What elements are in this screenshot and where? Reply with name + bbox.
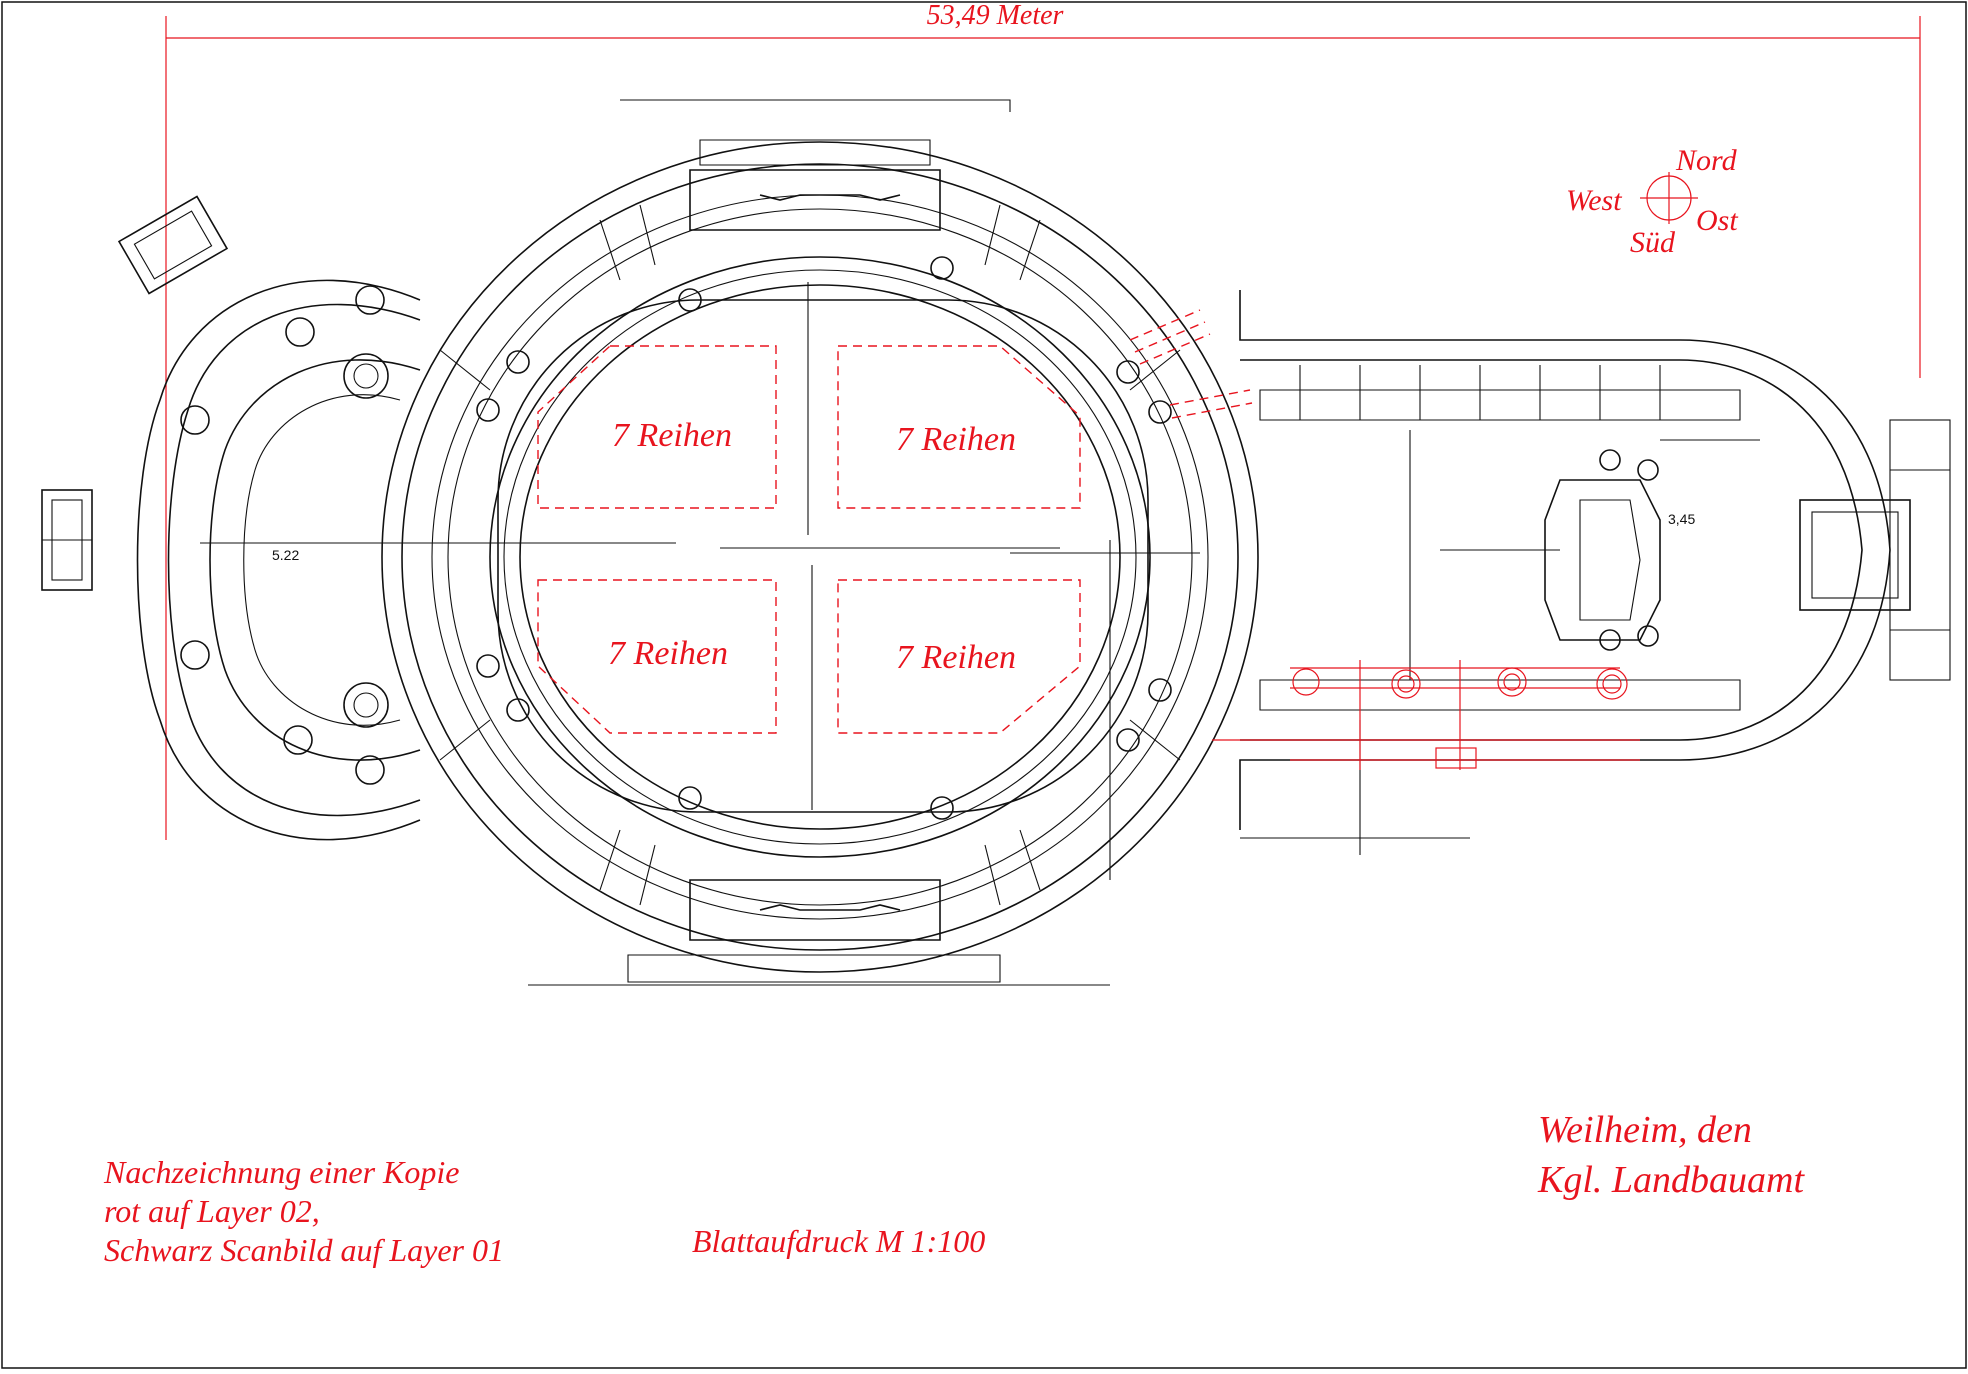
note-line-3: Schwarz Scanbild auf Layer 01 xyxy=(104,1232,504,1268)
seat-block-label-sw: 7 Reihen xyxy=(608,635,728,672)
red-column-4 xyxy=(1596,668,1628,700)
red-column-1 xyxy=(1292,668,1320,696)
seat-block-label-nw: 7 Reihen xyxy=(612,417,732,454)
seat-block-ne xyxy=(837,345,1081,509)
compass-south: Süd xyxy=(1630,226,1676,259)
signature-line-1: Weilheim, den xyxy=(1538,1109,1752,1151)
scanned-plan-outline: 5.22 3,45 xyxy=(41,99,1951,986)
overall-dimension: 53,49 Meter xyxy=(165,0,1921,840)
note-line-2: rot auf Layer 02, xyxy=(104,1193,320,1229)
seat-block-label-ne: 7 Reihen xyxy=(896,421,1016,458)
dimension-label: 53,49 Meter xyxy=(927,0,1064,31)
red-column-2 xyxy=(1391,669,1421,699)
seat-block-se xyxy=(837,579,1081,734)
red-column-3 xyxy=(1497,667,1527,697)
scan-annotation-east: 3,45 xyxy=(1668,511,1695,527)
signature-line-2: Kgl. Landbauamt xyxy=(1537,1159,1805,1201)
seat-block-sw xyxy=(537,579,777,734)
scan-annotation-west: 5.22 xyxy=(272,547,299,563)
compass-east: Ost xyxy=(1696,204,1738,237)
drawing-notes: Nachzeichnung einer Kopie rot auf Layer … xyxy=(103,1109,1805,1268)
seat-blocks: 7 Reihen 7 Reihen 7 Reihen 7 Reihen xyxy=(537,345,1081,734)
compass-west: West xyxy=(1566,184,1622,217)
compass-rose: Nord West Ost Süd xyxy=(1566,144,1738,259)
red-overlay-details xyxy=(1129,309,1640,770)
seat-block-label-se: 7 Reihen xyxy=(896,639,1016,676)
seat-block-nw xyxy=(537,345,777,509)
note-line-1: Nachzeichnung einer Kopie xyxy=(103,1154,459,1190)
compass-north: Nord xyxy=(1675,144,1738,177)
scale-label: Blattaufdruck M 1:100 xyxy=(692,1223,985,1259)
